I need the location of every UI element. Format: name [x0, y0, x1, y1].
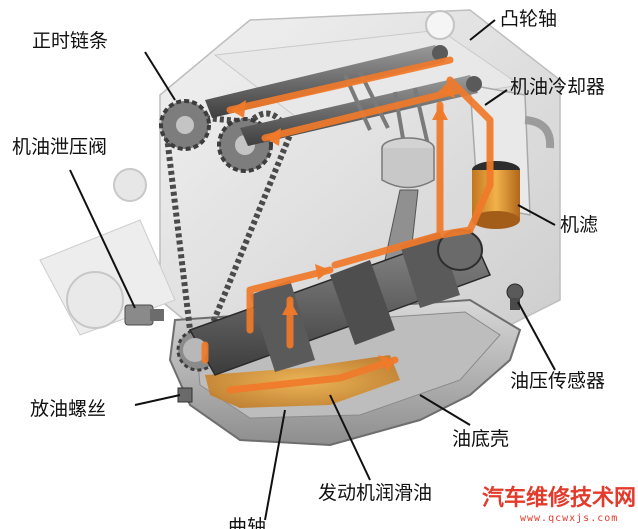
crankshaft [183, 229, 492, 376]
label-pressure-relief-valve: 机油泄压阀 [12, 136, 108, 158]
label-camshaft: 凸轮轴 [500, 8, 558, 30]
label-oil-pan: 油底壳 [452, 428, 510, 450]
label-oil-pressure-sensor: 油压传感器 [510, 370, 606, 392]
pressure-relief-valve [124, 304, 164, 326]
label-oil-cooler: 机油冷却器 [510, 76, 606, 98]
label-timing-chain: 正时链条 [32, 30, 109, 52]
label-engine-oil: 发动机润滑油 [318, 482, 433, 504]
oil-flow-arrows [201, 56, 494, 394]
drain-plug [177, 387, 193, 403]
oil-filter [472, 161, 520, 229]
label-drain-plug: 放油螺丝 [30, 398, 107, 420]
watermark-brand: 汽车维修技术网 [482, 486, 637, 511]
oil-pressure-sensor [506, 283, 524, 310]
label-oil-filter: 机滤 [560, 214, 599, 236]
oil-flow-arrowheads [230, 80, 455, 372]
leader-lines [69, 19, 556, 521]
label-crankshaft: 曲轴 [228, 516, 267, 529]
watermark-url: www.qcwxjs.com [520, 513, 619, 524]
